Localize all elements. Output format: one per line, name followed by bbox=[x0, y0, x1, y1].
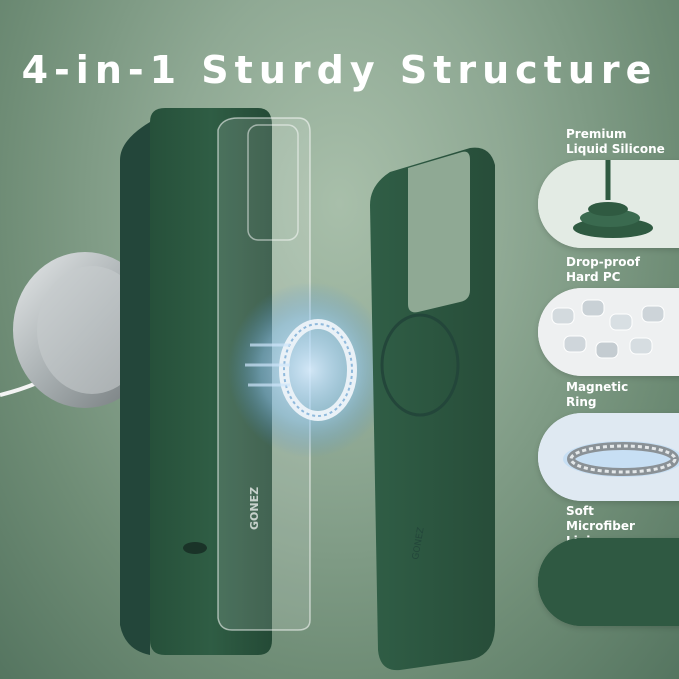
microfiber-texture-icon bbox=[538, 538, 679, 626]
feature-label-hard-pc: Drop-proof Hard PC bbox=[566, 255, 640, 284]
feature-label-silicone: Premium Liquid Silicone bbox=[566, 127, 665, 156]
feature-label-magnetic: Magnetic Ring bbox=[566, 380, 629, 409]
brand-logo: GONEZ bbox=[248, 487, 261, 530]
silicone-swirl-icon bbox=[538, 160, 679, 248]
magnetic-ring-icon bbox=[538, 413, 679, 501]
silicone-case bbox=[150, 108, 272, 655]
page-title: 4-in-1 Sturdy Structure bbox=[21, 48, 658, 92]
pc-pellets-icon bbox=[538, 288, 679, 376]
